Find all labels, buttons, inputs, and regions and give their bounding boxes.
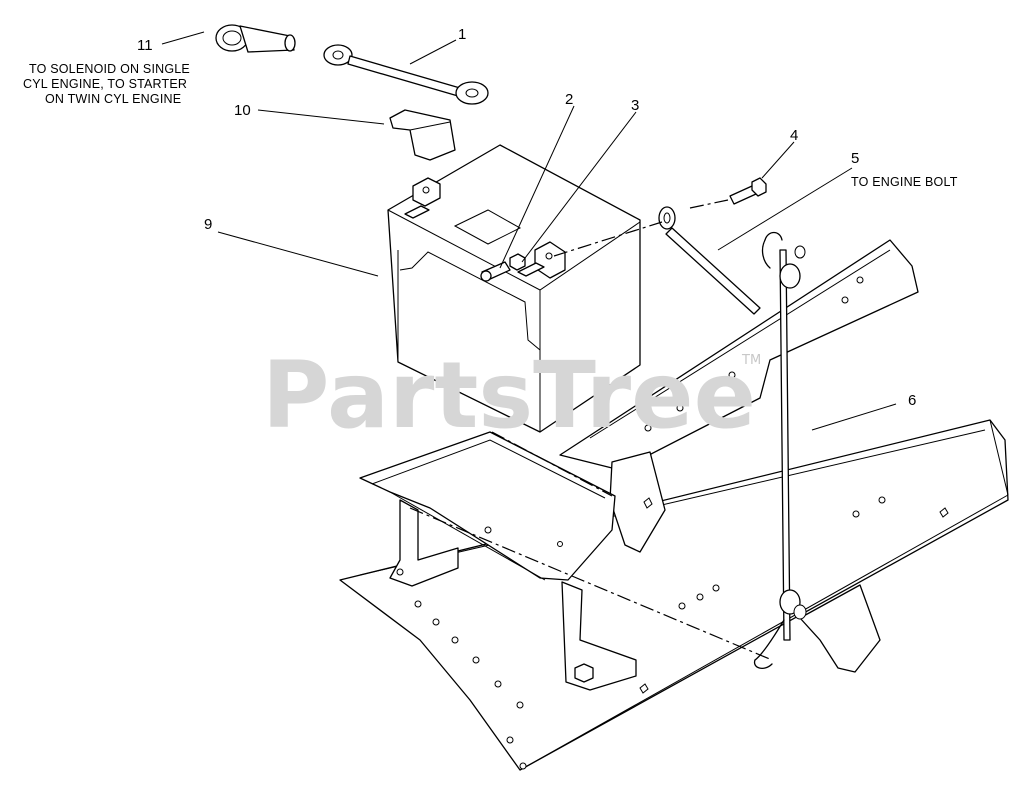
watermark: PartsTree TM xyxy=(262,342,761,449)
callout-11: 11 xyxy=(137,37,153,54)
battery-cable-short xyxy=(323,44,489,105)
callouts: 11 1 10 2 3 4 5 9 6 xyxy=(137,26,916,409)
note-solenoid-line2: CYL ENGINE, TO STARTER xyxy=(23,77,187,91)
notes: TO SOLENOID ON SINGLE CYL ENGINE, TO STA… xyxy=(23,62,958,189)
note-engine-bolt: TO ENGINE BOLT xyxy=(851,175,958,189)
terminal-boot xyxy=(215,24,296,53)
frame-rail-lower xyxy=(339,419,1009,771)
callout-3: 3 xyxy=(631,97,639,114)
callout-4: 4 xyxy=(790,127,798,144)
rail-bracket xyxy=(609,451,881,673)
callout-5: 5 xyxy=(851,150,859,167)
terminal-bolt xyxy=(480,261,511,282)
watermark-tm: TM xyxy=(741,353,761,368)
callout-1: 1 xyxy=(458,26,466,43)
leader-lines xyxy=(161,31,897,431)
battery xyxy=(387,144,641,433)
terminal-cover xyxy=(389,109,456,161)
callout-10: 10 xyxy=(234,102,251,119)
battery-tray xyxy=(359,431,637,691)
callout-2: 2 xyxy=(565,91,573,108)
note-solenoid-line1: TO SOLENOID ON SINGLE xyxy=(29,62,190,76)
note-solenoid-line3: ON TWIN CYL ENGINE xyxy=(45,92,181,106)
callout-6: 6 xyxy=(908,392,916,409)
ground-cable xyxy=(658,206,761,315)
ground-bolt xyxy=(729,177,767,205)
hold-down-rod xyxy=(753,231,807,670)
watermark-text: PartsTree xyxy=(262,342,756,449)
assembly-lines xyxy=(409,199,773,661)
terminal-nut xyxy=(509,253,526,271)
callout-9: 9 xyxy=(204,216,212,233)
